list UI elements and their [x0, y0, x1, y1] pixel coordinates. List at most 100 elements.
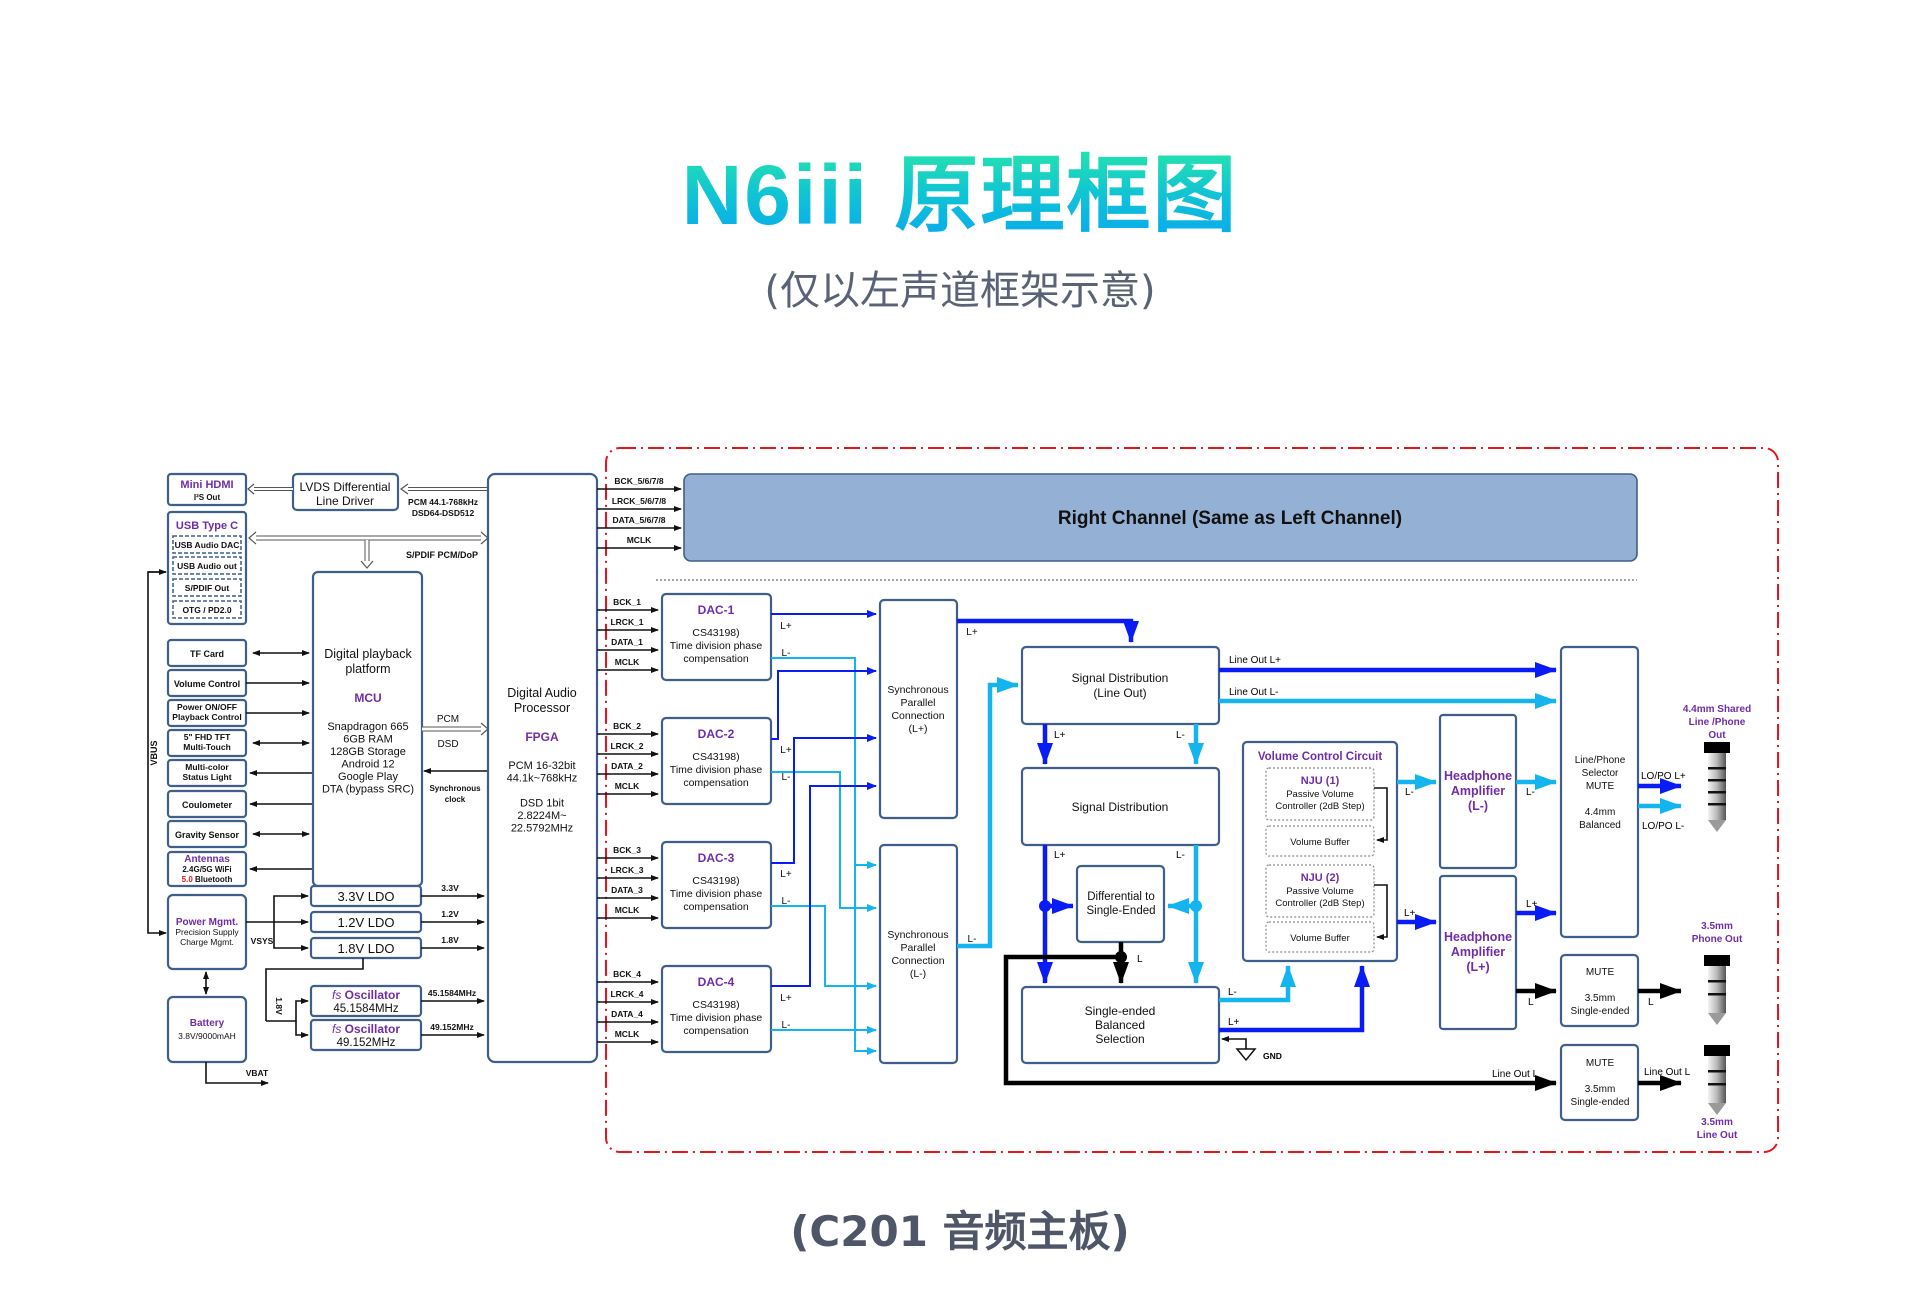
wire-label: L	[1528, 997, 1534, 1008]
signal-label: DATA_3	[611, 885, 643, 895]
jack-label: Out	[1708, 730, 1726, 741]
fpga-title: FPGA	[525, 730, 559, 744]
spdif-bus-arrow	[248, 531, 489, 569]
fpga-line1: Digital Audio	[507, 686, 577, 700]
sync-neg-to-dist-wire	[957, 677, 1019, 949]
mute-phone-line: MUTE	[1586, 967, 1615, 978]
audio-jack-icon	[1704, 1045, 1730, 1115]
sync-pos-line: Parallel	[900, 697, 935, 709]
mcu-spec: 128GB Storage	[330, 746, 406, 758]
dac-line: CS43198)	[692, 751, 739, 763]
lvds-line2: Line Driver	[316, 494, 374, 508]
signal-label: DATA_5/6/7/8	[612, 515, 665, 525]
lvds-line1: LVDS Differential	[300, 480, 391, 494]
sync-pos-to-dist-wire	[957, 618, 1139, 643]
peripheral-block: TF Card	[166, 638, 248, 668]
sync-pos-line: (L+)	[909, 723, 928, 735]
mcu-spec: Android 12	[341, 759, 394, 771]
mini-hdmi-title: Mini HDMI	[180, 479, 233, 491]
mute-line-line: 3.5mm	[1585, 1084, 1616, 1095]
differential-to-single-ended-block: Differential to Single-Ended	[1075, 864, 1166, 944]
dac-line: compensation	[683, 653, 749, 665]
wire-label: L-	[968, 934, 977, 945]
diff-se-line2: Single-Ended	[1086, 905, 1155, 917]
usb-item: USB Audio out	[177, 561, 237, 571]
mcu-line1: Digital playback	[324, 647, 412, 661]
oscillator-freq: 49.152MHz	[337, 1037, 396, 1049]
jack-label: 3.5mm	[1701, 921, 1733, 932]
lvds-driver-block: LVDS Differential Line Driver	[291, 472, 400, 512]
se-bal-line: Balanced	[1095, 1018, 1145, 1032]
gnd-wire	[1221, 1036, 1247, 1049]
audio-jack-icon	[1704, 955, 1730, 1025]
right-channel-label: Right Channel (Same as Left Channel)	[1058, 508, 1402, 529]
wire-label: L-	[782, 896, 791, 907]
mcu-spec: Google Play	[338, 771, 398, 783]
dac-line: Time division phase	[670, 764, 763, 776]
ldo-block: 1.2V LDO 1.2V	[309, 909, 485, 934]
battery-title: Battery	[190, 1018, 225, 1029]
wire-label: L-	[1176, 730, 1185, 741]
ldo-label: 1.2V LDO	[337, 915, 394, 930]
usb-item: USB Audio DAC	[175, 540, 240, 550]
wire-label: L+	[966, 627, 978, 638]
ldo-block: 1.8V LDO 1.8V	[309, 935, 485, 960]
wire-label: Line Out L	[1492, 1069, 1539, 1080]
dac-line: Time division phase	[670, 640, 763, 652]
oscillator-freq-label: 45.1584MHz	[428, 988, 476, 998]
signal-label: LRCK_4	[610, 989, 643, 999]
gnd-label: GND	[1263, 1051, 1282, 1061]
vsys-label: VSYS	[251, 936, 274, 946]
buffer2-label: Volume Buffer	[1290, 933, 1350, 944]
mcu-spec: DTA (bypass SRC)	[322, 784, 414, 796]
wire-label: L+	[780, 869, 792, 880]
fpga-spec: 44.1k~768kHz	[507, 773, 578, 785]
peripheral-label: Multi-color	[185, 762, 229, 772]
dsd-rate-label: DSD64-DSD512	[412, 508, 475, 518]
pcm-rate-label: PCM 44.1-768kHz	[408, 497, 478, 507]
fpga-spec: PCM 16-32bit	[508, 760, 575, 772]
peripheral-label: Playback Control	[172, 712, 241, 722]
nju2-line1: Passive Volume	[1286, 886, 1354, 897]
dsd-label: DSD	[437, 739, 458, 750]
wire-label: L-	[1405, 787, 1414, 798]
fpga-spec: 2.8224M~	[517, 810, 566, 822]
signal-label: BCK_4	[613, 969, 641, 979]
selector-line: Line/Phone	[1575, 755, 1626, 766]
left-channel-frame	[605, 447, 1779, 1153]
ldo-label: 1.8V LDO	[337, 941, 394, 956]
vbus-label: VBUS	[149, 740, 159, 765]
nju1-line1: Passive Volume	[1286, 789, 1354, 800]
right-channel-block: Right Channel (Same as Left Channel)	[683, 473, 1638, 562]
signal-label: DATA_2	[611, 761, 643, 771]
se-bal-line: Selection	[1095, 1032, 1144, 1046]
wire-label: Line Out L+	[1229, 655, 1281, 666]
dac-line: compensation	[683, 1025, 749, 1037]
ldo-output-label: 1.2V	[441, 909, 459, 919]
peripheral-label: Volume Control	[174, 679, 240, 689]
nju1-title: NJU (1)	[1301, 775, 1340, 787]
wire-label: L+	[1526, 899, 1538, 910]
sig-dist-label: Signal Distribution	[1072, 800, 1169, 814]
mcu-spec: Snapdragon 665	[327, 721, 408, 733]
antennas-bt: 5.0 Bluetooth	[182, 875, 233, 884]
mcu-spec: 6GB RAM	[343, 734, 393, 746]
peripheral-label: Gravity Sensor	[175, 830, 240, 840]
wire-label: L	[1648, 997, 1654, 1008]
sync-clock-line1: Synchronous	[429, 784, 481, 793]
jack-label: Line Out	[1697, 1130, 1738, 1141]
ldo-output-label: 1.8V	[441, 935, 459, 945]
signal-label: LRCK_1	[610, 617, 643, 627]
usb-title: USB Type C	[176, 520, 238, 532]
